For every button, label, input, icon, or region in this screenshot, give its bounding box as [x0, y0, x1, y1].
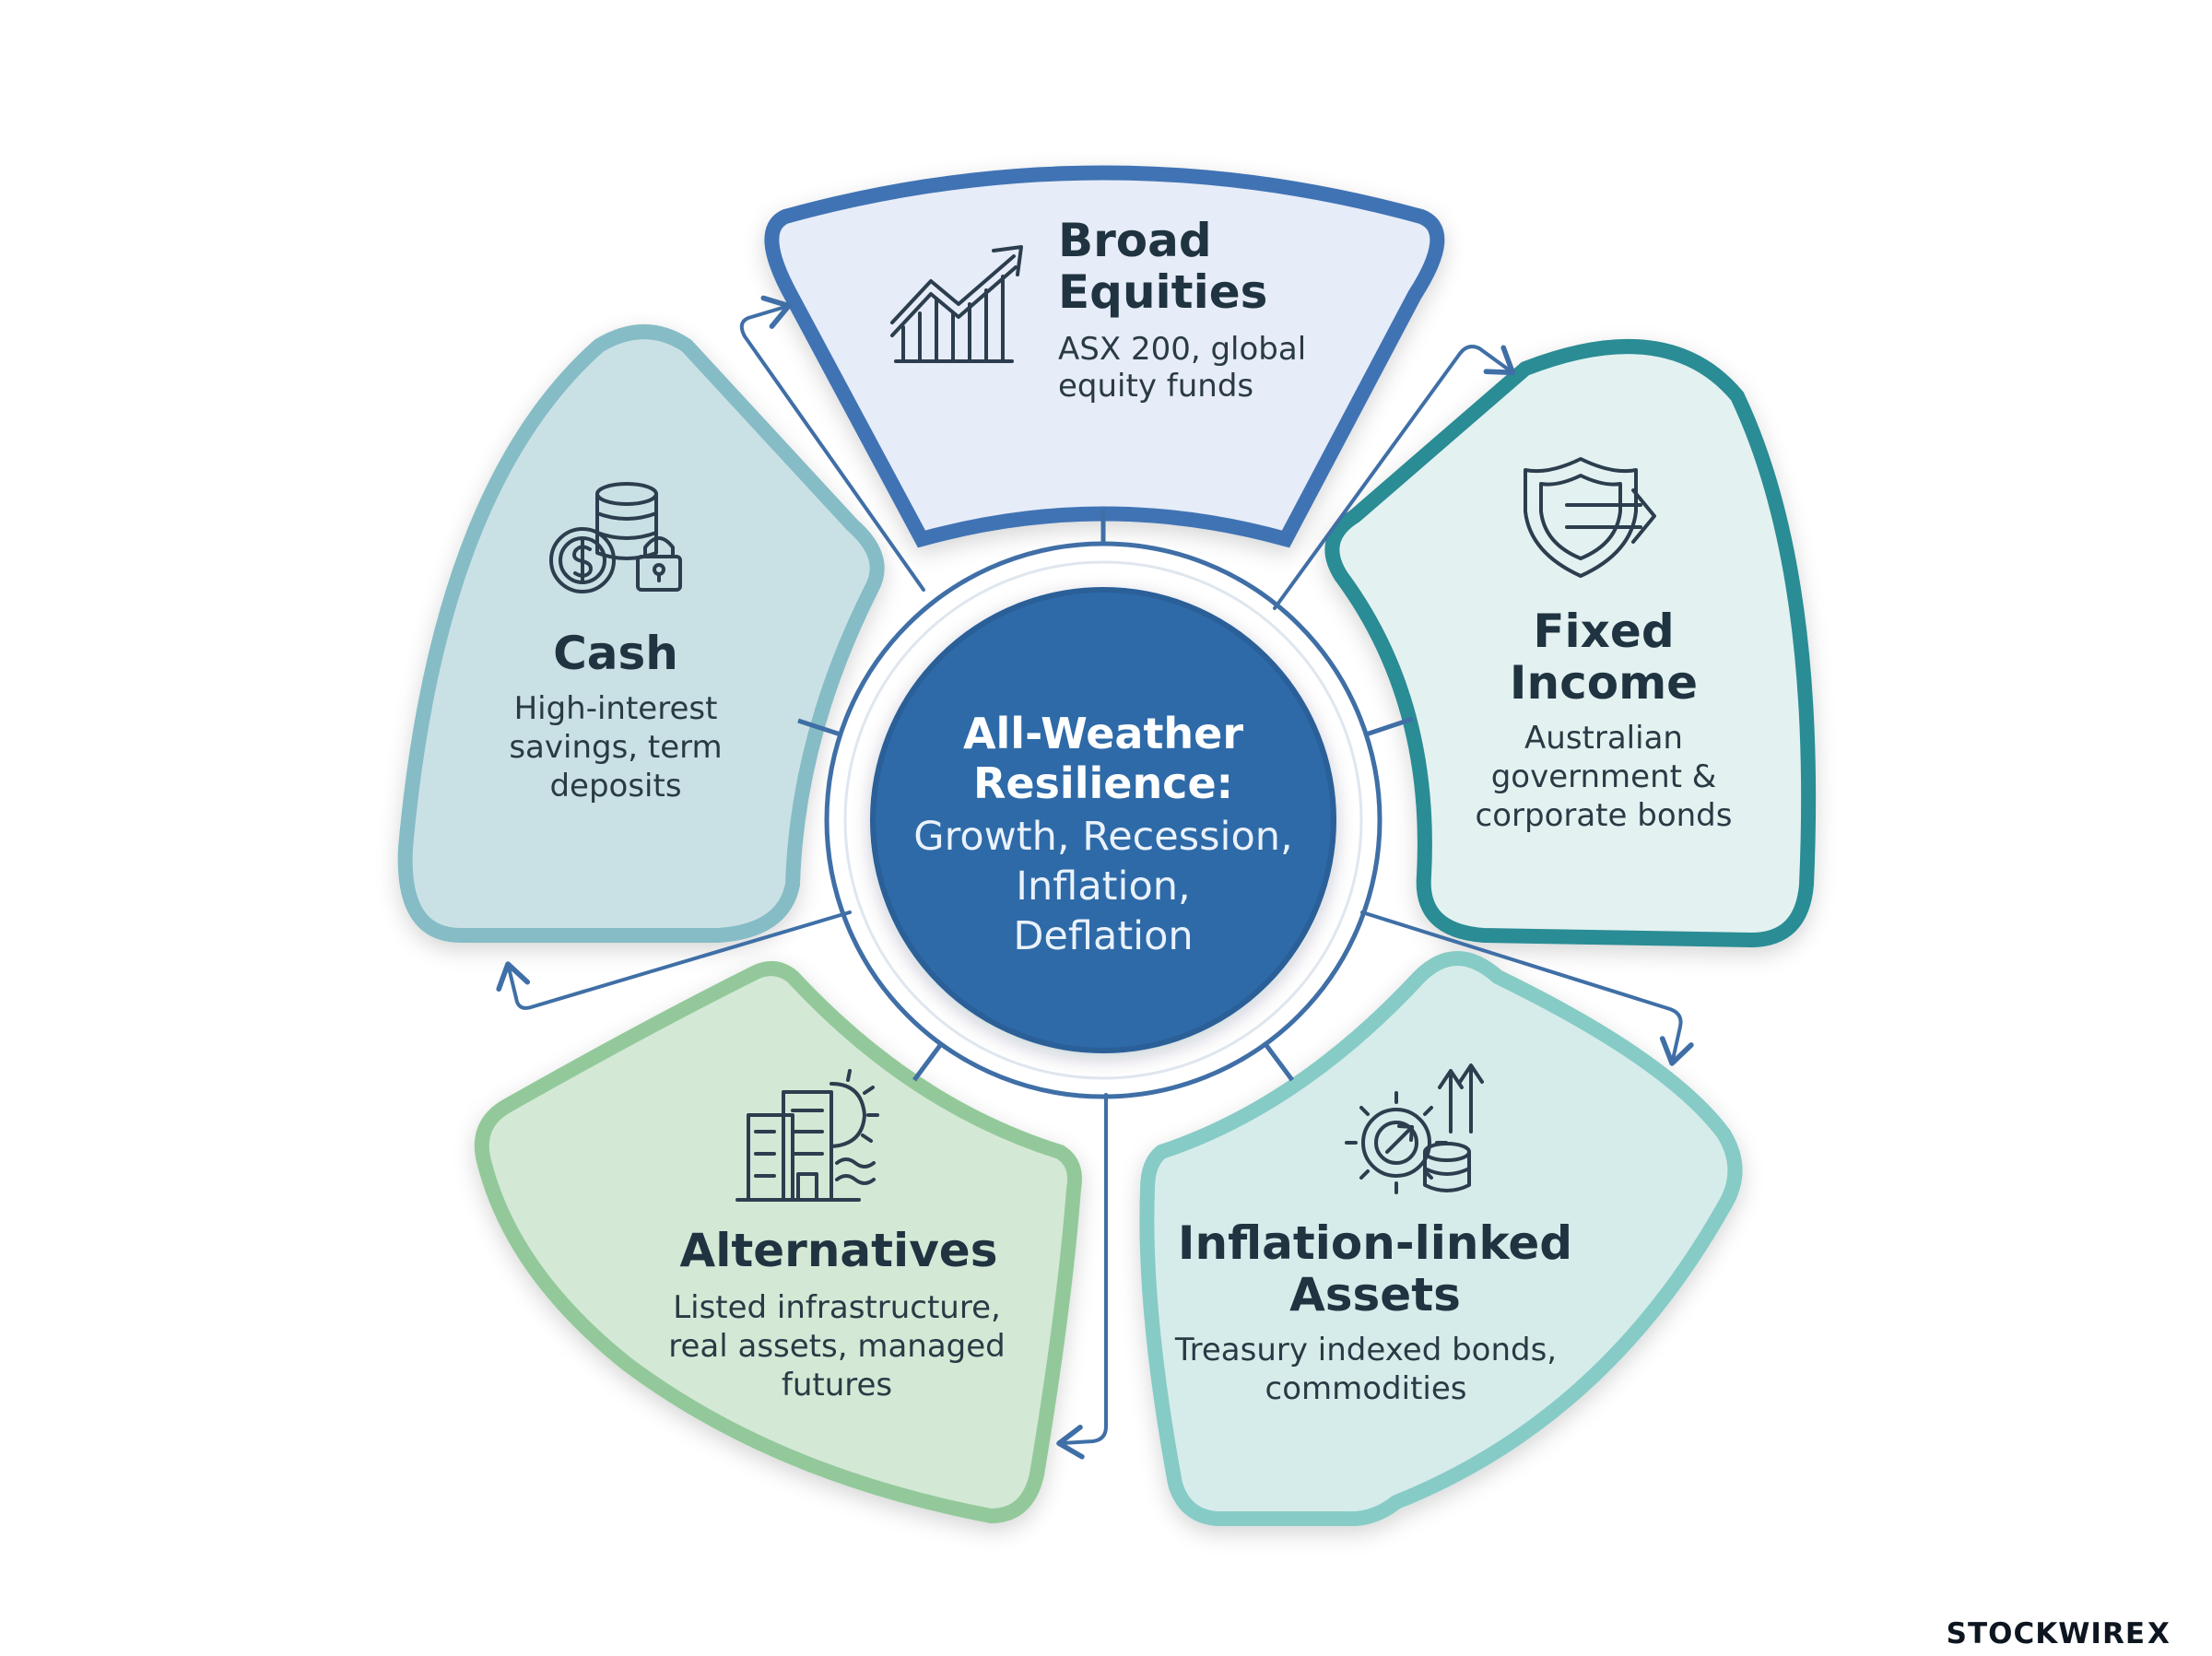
segment-alternatives[interactable] [474, 961, 1082, 1524]
broad-equities-desc-line-2: equity funds [1058, 368, 1253, 405]
fixed-income-title-line-1: Fixed [1533, 605, 1674, 658]
gear-coins-arrow-icon [1345, 1063, 1484, 1194]
cash-desc-line-3: deposits [549, 768, 681, 805]
hub-desc-line-2: Inflation, [1016, 863, 1190, 910]
hub-title-line-2: Resilience: [973, 758, 1233, 808]
watermark: STOCKWIRE X [1947, 1617, 2171, 1650]
broad-equities-desc-line-1: ASX 200, global [1058, 331, 1306, 368]
segment-broad-equities[interactable] [764, 165, 1445, 548]
hub: All-Weather Resilience: Growth, Recessio… [870, 587, 1336, 1053]
inflation-linked-desc-line-1: Treasury indexed bonds, [1174, 1332, 1557, 1368]
cycle-arrow-fixed-income-to-inflation [1360, 910, 1694, 1066]
shield-arrow-icon [1524, 457, 1656, 578]
segment-inflation-linked-assets[interactable] [1139, 951, 1743, 1527]
cash-desc-line-1: High-interest [514, 690, 718, 727]
segment-inflation-linked-assets-content: Inflation-linked Assets Treasury indexed… [1174, 1063, 1572, 1407]
cycle-arrow-equities-to-fixed-income [1273, 345, 1516, 610]
alternatives-title: Alternatives [680, 1224, 998, 1277]
hub-desc-line-3: Deflation [1013, 913, 1193, 959]
broad-equities-title-line-2: Equities [1058, 265, 1267, 319]
alternatives-desc-line-1: Listed infrastructure, [673, 1289, 1001, 1326]
hub-circle [870, 587, 1336, 1053]
cash-title: Cash [553, 627, 678, 680]
segment-cash-content: Cash High-interest savings, term deposit… [509, 482, 723, 805]
broad-equities-title-line-1: Broad [1058, 214, 1212, 267]
cycle-arrow-alternatives-to-cash [496, 910, 852, 1010]
inflation-linked-title-line-1: Inflation-linked [1178, 1216, 1572, 1270]
alternatives-desc-line-2: real assets, managed [668, 1328, 1006, 1365]
rising-bar-chart-icon [890, 245, 1023, 363]
fixed-income-desc-line-3: corporate bonds [1476, 797, 1733, 834]
cycle-arrow-inflation-to-alternatives [1056, 1093, 1108, 1460]
connector-arrows [496, 295, 1694, 1460]
segment-broad-equities-content: Broad Equities ASX 200, global equity fu… [890, 214, 1306, 405]
segment-cash[interactable] [397, 324, 885, 943]
fixed-income-desc-line-2: government & [1491, 758, 1717, 795]
alternatives-desc-line-3: futures [782, 1367, 892, 1403]
cash-desc-line-2: savings, term [509, 729, 722, 766]
segment-fixed-income-content: Fixed Income Australian government & cor… [1476, 457, 1733, 834]
watermark-text: STOCKWIRE [1947, 1617, 2146, 1650]
segment-shapes [397, 165, 1817, 1527]
segment-alternatives-content: Alternatives Listed infrastructure, real… [668, 1069, 1006, 1403]
inflation-linked-title-line-2: Assets [1289, 1268, 1461, 1321]
fixed-income-title-line-2: Income [1510, 656, 1698, 710]
hub-title-line-1: All-Weather [963, 709, 1243, 758]
hub-desc-line-1: Growth, Recession, [913, 814, 1292, 860]
fixed-income-desc-line-1: Australian [1524, 720, 1683, 757]
watermark-mark: X [2147, 1617, 2171, 1650]
cycle-arrow-cash-to-equities [739, 295, 925, 592]
inflation-linked-desc-line-2: commodities [1265, 1370, 1467, 1407]
building-gear-icon [735, 1069, 879, 1202]
segment-fixed-income[interactable] [1324, 339, 1817, 948]
coins-lock-icon [549, 482, 682, 593]
